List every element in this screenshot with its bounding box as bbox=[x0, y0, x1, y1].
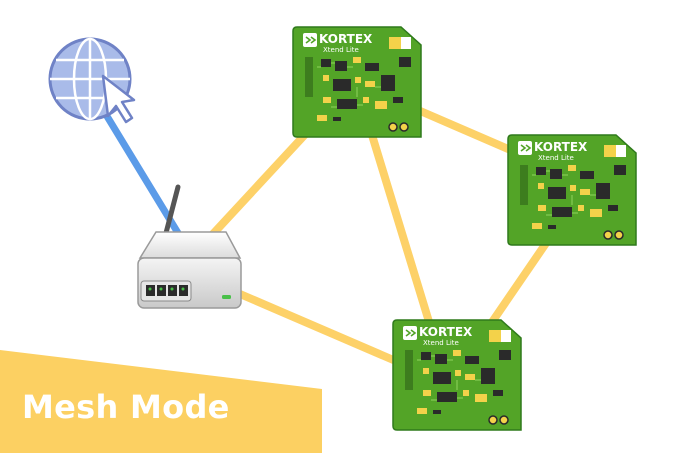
pcb-board-bottom: KORTEX Xtend Lite bbox=[392, 319, 522, 431]
board-top-subtitle: Xtend Lite bbox=[323, 46, 359, 54]
link-board-top-board-bottom bbox=[364, 118, 434, 329]
link-board-right-board-bottom bbox=[486, 229, 557, 329]
board-bottom-subtitle: Xtend Lite bbox=[423, 339, 459, 347]
board-bottom-brand: KORTEX bbox=[419, 325, 473, 339]
globe-cursor-icon bbox=[48, 37, 136, 124]
board-top-brand: KORTEX bbox=[319, 32, 373, 46]
mode-label: Mesh Mode bbox=[22, 388, 230, 426]
link-board-top-board-right bbox=[414, 106, 519, 156]
link-internet-router bbox=[98, 104, 182, 237]
link-router-board-bottom bbox=[236, 290, 402, 366]
mode-banner bbox=[0, 350, 322, 453]
pcb-board-right: KORTEX Xtend Lite bbox=[507, 134, 637, 246]
links-layer bbox=[98, 104, 557, 366]
board-right-subtitle: Xtend Lite bbox=[538, 154, 574, 162]
pcb-board-top: KORTEX Xtend Lite bbox=[292, 26, 422, 138]
wifi-router-icon bbox=[137, 184, 242, 309]
board-right-brand: KORTEX bbox=[534, 140, 588, 154]
